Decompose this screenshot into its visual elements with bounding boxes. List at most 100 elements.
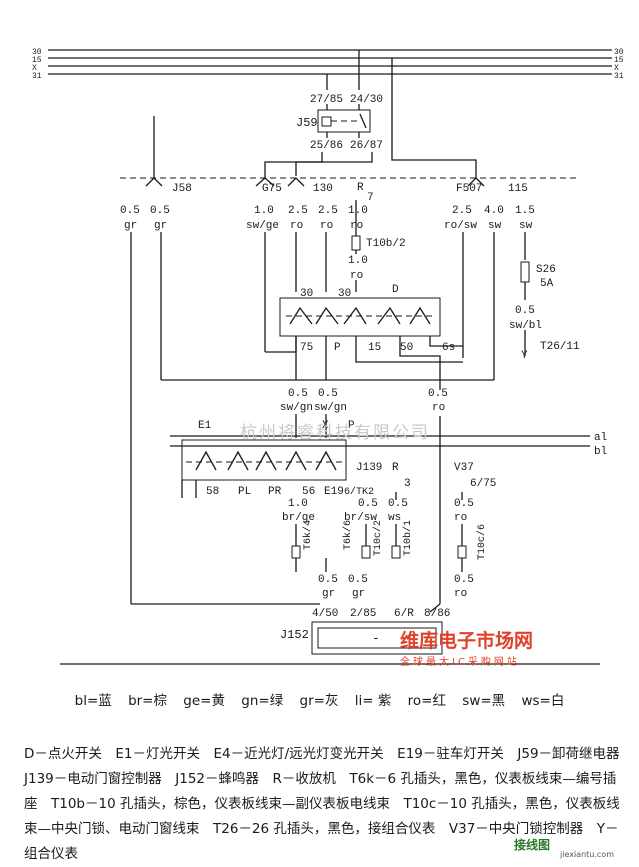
- label-al: al: [594, 432, 607, 444]
- label-j58: J58: [172, 183, 192, 195]
- wire-2-color: gr: [154, 220, 167, 232]
- wire-6-size: 1.0: [348, 205, 368, 217]
- wire-labels-middle: 0.5 sw/gn 0.5 sw/gn 0.5 ro: [280, 388, 448, 414]
- bus-label-15-right: 15: [614, 56, 624, 65]
- pin-pl: PL: [238, 486, 251, 498]
- wire-12-color: sw/gn: [280, 402, 313, 414]
- j59-pin-24-30: 24/30: [350, 94, 383, 106]
- e4-pin-30a: 30: [300, 288, 313, 300]
- connector-t6k6: T6k/6: [342, 520, 354, 550]
- label-y: Y: [521, 350, 528, 362]
- wire-3-color: sw/ge: [246, 220, 279, 232]
- j152-pin-4-50: 4/50: [312, 608, 338, 620]
- fuse-rating: 5A: [540, 278, 554, 290]
- wire-21-size: 0.5: [454, 574, 474, 586]
- label-e1: E1: [198, 420, 212, 432]
- wire-5-color: ro: [320, 220, 333, 232]
- j59-label: J59: [296, 116, 318, 130]
- logo-main-text: 维库电子市场网: [400, 630, 534, 652]
- label-6-tk2: 6/TK2: [344, 486, 374, 498]
- wire-1-size: 0.5: [120, 205, 140, 217]
- wire-17-color: ws: [388, 512, 401, 524]
- wiring-diagram: 30 15 X 31 30 15 X 31 27/85 24/30 J59 25…: [32, 48, 624, 665]
- e4-pin-50: 50: [400, 342, 413, 354]
- wire-12-size: 0.5: [288, 388, 308, 400]
- wire-8-size: 4.0: [484, 205, 504, 217]
- wire-9-size: 1.5: [515, 205, 535, 217]
- bus-label-30-left: 30: [32, 48, 42, 57]
- fuse-s26: S26: [536, 264, 556, 276]
- legend-item: ro=红: [407, 693, 446, 709]
- connector-t10c2: T10c/2: [372, 520, 384, 556]
- top-component-labels: J58 G75 130 R 7 F507 115: [145, 177, 528, 204]
- wire-11-size: 0.5: [515, 305, 535, 317]
- wire-labels-top: 0.5 gr 0.5 gr 1.0 sw/ge 2.5 ro 2.5 ro 1.…: [120, 205, 535, 232]
- wire-20-color: gr: [352, 588, 365, 600]
- label-r-bottom: R: [392, 462, 399, 474]
- wire-16-size: 0.5: [358, 498, 378, 510]
- wire-16-color: br/sw: [344, 512, 377, 524]
- wire-21-color: ro: [454, 588, 467, 600]
- e4-label-d: D: [392, 284, 399, 296]
- pin-58: 58: [206, 486, 219, 498]
- j59-pin-26-87: 26/87: [350, 140, 383, 152]
- connector-t10b2: T10b/2: [366, 238, 406, 250]
- label-v37: V37: [454, 462, 474, 474]
- bus-label-x-left: X: [32, 64, 37, 73]
- label-r-pin: 7: [367, 192, 374, 204]
- j152-pin-6-r: 6/R: [394, 608, 414, 620]
- j152-minus: -: [372, 631, 380, 646]
- bus-label-31-right: 31: [614, 72, 624, 81]
- label-130: 130: [313, 183, 333, 195]
- mid-labels: T10b/2 1.0 ro S26 5A 0.5 sw/bl Y T26/11: [348, 238, 580, 362]
- pin-3: 3: [404, 478, 411, 490]
- wire-19-color: gr: [322, 588, 335, 600]
- wire-labels-bottom: 1.0 br/ge 0.5 br/sw 0.5 ws 0.5 ro T6k/4 …: [282, 492, 488, 600]
- j152-label: J152: [280, 628, 309, 642]
- connector-t26-11: T26/11: [540, 341, 580, 353]
- label-e19: E19: [324, 486, 344, 498]
- wire-15-size: 1.0: [288, 498, 308, 510]
- dzsc-logo: 维库电子市场网 全球最大IC采购网站: [400, 626, 533, 668]
- wire-19-size: 0.5: [318, 574, 338, 586]
- switch-e1: E1 X P al bl J139 R V37 6/75 58 PL PR 56…: [170, 414, 607, 498]
- wire-10-size: 1.0: [348, 255, 368, 267]
- legend-item: br=棕: [128, 693, 167, 709]
- bus-label-31-left: 31: [32, 72, 42, 81]
- wire-14-size: 0.5: [428, 388, 448, 400]
- wire-11-color: sw/bl: [509, 320, 542, 332]
- connector-t6k4: T6k/4: [302, 520, 314, 550]
- relay-j59: 27/85 24/30 J59 25/86 26/87: [153, 50, 477, 178]
- bus-label-x-right: X: [614, 64, 619, 73]
- wire-17-size: 0.5: [388, 498, 408, 510]
- j59-pin-27-85: 27/85: [310, 94, 343, 106]
- logo-sub-text: 全球最大IC采购网站: [400, 657, 520, 668]
- watermark-text: 杭州将睿科技有限公司: [240, 423, 430, 443]
- v37-pin: 6/75: [470, 478, 496, 490]
- pin-pr: PR: [268, 486, 282, 498]
- wire-7-size: 2.5: [452, 205, 472, 217]
- j152-pin-2-85: 2/85: [350, 608, 376, 620]
- e4-pin-p: P: [334, 342, 341, 354]
- buzzer-j152: 4/50 2/85 6/R 8/86 J152 -: [131, 603, 450, 655]
- connector-t10b1: T10b/1: [402, 520, 414, 556]
- wire-13-size: 0.5: [318, 388, 338, 400]
- wire-13-color: sw/gn: [314, 402, 347, 414]
- switch-e4: 30 30 D 75 P 15 50 6s: [161, 284, 494, 604]
- legend-item: bl=蓝: [74, 693, 112, 709]
- wire-18-color: ro: [454, 512, 467, 524]
- e4-pin-6s: 6s: [442, 342, 455, 354]
- bus-label-30-right: 30: [614, 48, 624, 57]
- j152-pin-8-86: 8/86: [424, 608, 450, 620]
- legend-item: sw=黑: [462, 693, 506, 709]
- wire-15-color: br/ge: [282, 512, 315, 524]
- wire-2-size: 0.5: [150, 205, 170, 217]
- label-r: R: [357, 182, 364, 194]
- bus-label-15-left: 15: [32, 56, 42, 65]
- component-description: D－点火开关 E1－灯光开关 E4－近光灯/远光灯变光开关 E19－驻车灯开关 …: [24, 746, 634, 862]
- legend-item: gn=绿: [241, 693, 284, 709]
- legend-item: ws=白: [521, 693, 565, 709]
- wire-10-color: ro: [350, 270, 363, 282]
- label-115: 115: [508, 183, 528, 195]
- wires-vertical: [130, 200, 530, 604]
